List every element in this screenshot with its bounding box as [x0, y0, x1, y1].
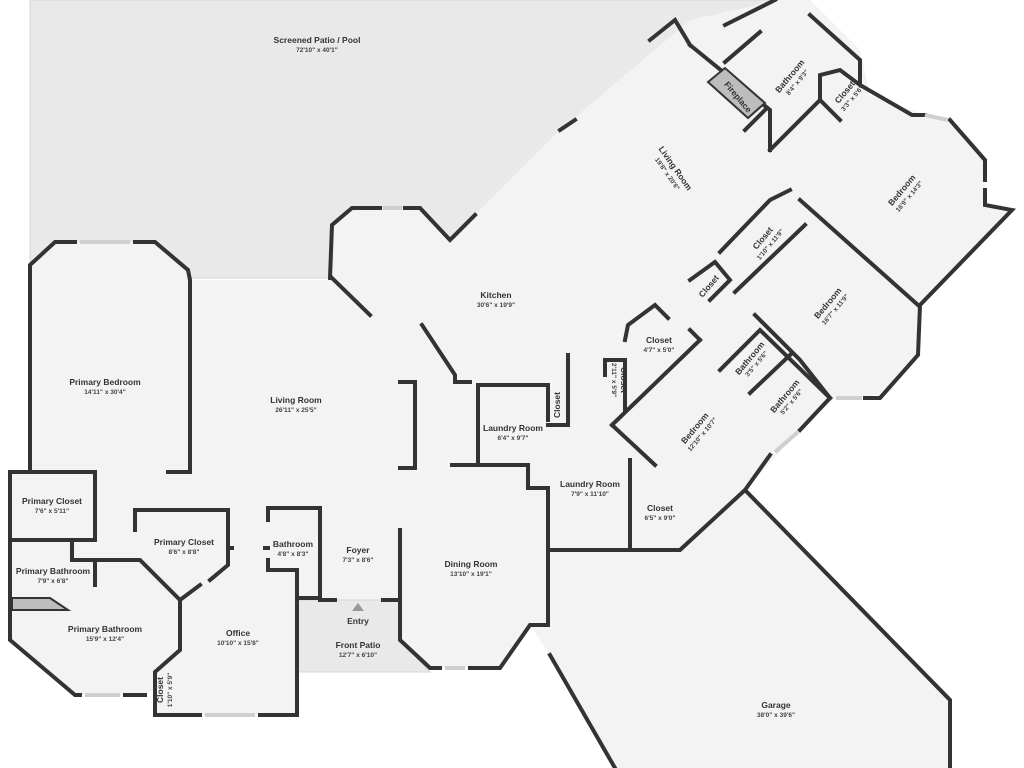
room-label: Primary Bathroom — [16, 566, 91, 576]
room-dimensions: 38'0" x 39'6" — [757, 712, 795, 719]
entry-arrow-icon — [352, 603, 364, 611]
exterior-wall — [258, 598, 299, 717]
entry-label: Entry — [347, 616, 369, 626]
exterior-wall — [468, 623, 550, 670]
interior-wall — [628, 487, 748, 552]
interior-wall — [609, 337, 703, 428]
interior-wall — [546, 353, 570, 427]
interior-wall — [133, 508, 230, 583]
room-dimensions: 8'6" x 8'8" — [169, 549, 200, 556]
interior-wall — [687, 259, 733, 303]
room-dimensions: 1'10" x 5'9" — [167, 673, 174, 708]
exterior-wall — [8, 470, 97, 697]
room-dimensions: 7'9" x 11'10" — [571, 491, 609, 498]
exterior-wall — [797, 395, 833, 433]
room-label: Kitchen — [480, 290, 511, 300]
room-label: Closet — [155, 677, 165, 703]
interior-wall — [722, 29, 763, 65]
room-dimensions: 6'5" x 9'0" — [645, 515, 676, 522]
room-label: Closet — [619, 367, 629, 393]
room-dimensions: 7'9" x 6'8" — [38, 578, 69, 585]
room-label: Primary Bathroom — [68, 624, 143, 634]
room-dimensions: 2'11" x 5'9" — [610, 363, 617, 397]
room-dimensions: 14'11" x 30'4" — [84, 389, 125, 396]
room-dimensions: 7'3" x 8'6" — [343, 557, 374, 564]
room-label: Primary Closet — [154, 537, 214, 547]
interior-wall — [450, 383, 550, 467]
fireplace-hearth — [706, 66, 767, 120]
interior-wall — [93, 558, 203, 603]
room-dimensions: 4'8" x 8'3" — [278, 551, 309, 558]
primary-bath-tub — [11, 597, 72, 611]
room-label: Screened Patio / Pool — [274, 35, 361, 45]
exterior-wall — [647, 17, 693, 48]
room-dimensions: 6'4" x 9'7" — [498, 435, 529, 442]
interior-wall — [732, 222, 808, 295]
exterior-wall — [742, 452, 952, 768]
exterior-wall — [557, 117, 578, 133]
exterior-wall — [398, 528, 442, 670]
interior-wall — [717, 187, 793, 255]
room-label: Foyer — [346, 545, 370, 555]
room-dimensions: 30'6" x 19'9" — [477, 302, 515, 309]
room-label: Living Room — [270, 395, 322, 405]
interior-wall — [742, 107, 768, 133]
room-dimensions: 7'6" x 5'11" — [35, 508, 69, 515]
window — [773, 430, 800, 454]
interior-wall — [70, 538, 97, 587]
interior-wall — [476, 463, 550, 627]
room-dimensions: 12'7" x 6'10" — [339, 652, 377, 659]
room-label: Laundry Room — [483, 423, 543, 433]
room-dimensions: 13'10" x 19'1" — [450, 571, 492, 578]
room-label: Bathroom — [273, 539, 314, 549]
interior-wall — [717, 327, 833, 401]
interior-wall — [752, 312, 833, 401]
room-label: Garage — [761, 700, 791, 710]
room-label: Primary Bedroom — [69, 377, 141, 387]
room-label: Office — [226, 628, 250, 638]
room-label: Dining Room — [445, 559, 498, 569]
room-label: Closet — [646, 335, 672, 345]
exterior-wall — [329, 275, 373, 318]
room-label: Primary Closet — [22, 496, 82, 506]
exterior-wall — [403, 206, 478, 243]
interior-wall — [603, 358, 627, 412]
exterior-wall — [28, 240, 77, 474]
interior-wall — [266, 506, 322, 600]
interior-wall — [797, 197, 921, 308]
interior-wall — [818, 67, 863, 102]
room-dimensions: 15'9" x 12'4" — [86, 636, 124, 643]
interior-wall — [419, 322, 472, 384]
room-label: Front Patio — [336, 640, 381, 650]
exterior-wall — [687, 42, 772, 152]
room-dimensions: 26'11" x 25'5" — [275, 407, 316, 414]
room-label: Closet — [647, 503, 673, 513]
interior-wall — [398, 380, 417, 470]
interior-wall — [609, 422, 658, 468]
room-label: Closet — [552, 392, 562, 418]
interior-wall — [747, 352, 793, 396]
interior-wall — [622, 302, 671, 343]
interior-wall — [687, 327, 703, 343]
room-label: Laundry Room — [560, 479, 620, 489]
room-dimensions: 10'10" x 15'8" — [217, 640, 259, 647]
exterior-wall — [947, 117, 987, 182]
exterior-wall — [327, 206, 382, 281]
room-dimensions: 4'7" x 5'0" — [644, 347, 675, 354]
window — [924, 113, 949, 122]
exterior-wall — [547, 652, 618, 768]
exterior-wall — [722, 0, 778, 28]
room-dimensions: 72'10" x 40'1" — [296, 47, 338, 54]
exterior-wall — [133, 240, 192, 474]
